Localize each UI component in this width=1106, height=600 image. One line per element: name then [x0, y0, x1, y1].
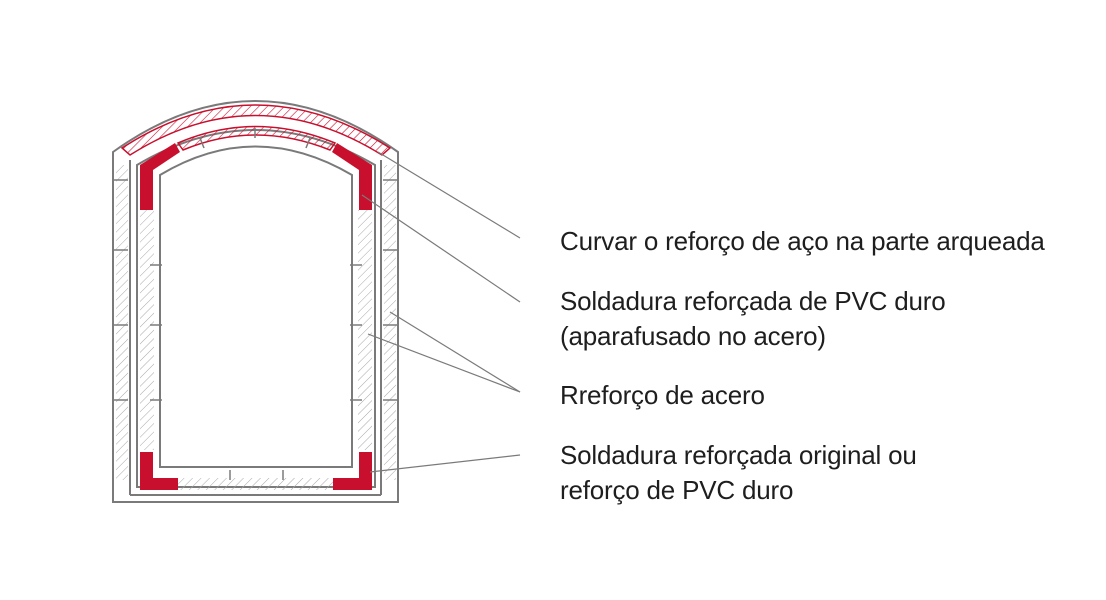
right-jamb-hatch: [384, 165, 396, 480]
outer-arch-band: [120, 104, 392, 156]
leader-original-weld: [369, 454, 521, 473]
weld-bottom-right: [333, 452, 372, 490]
left-jamb-hatch: [116, 165, 128, 480]
sash-outline: [136, 129, 376, 488]
leader-pvc-weld: [361, 194, 521, 303]
label-pvc-weld: Soldadura reforçada de PVC duro (aparafu…: [560, 286, 946, 351]
outer-frame-outline: [112, 100, 399, 503]
corner-welds: [140, 143, 372, 490]
weld-bottom-left: [140, 452, 178, 490]
weld-top-left: [140, 143, 180, 210]
left-sash-hatch: [140, 210, 154, 450]
label-original-weld: Soldadura reforçada original ou reforço …: [560, 440, 917, 505]
inner-arch-band: [176, 125, 337, 151]
label-curved-steel: Curvar o reforço de aço na parte arquead…: [560, 226, 1045, 256]
leader-steel-b: [367, 333, 521, 393]
weld-top-right: [332, 143, 372, 210]
label-steel: Rreforço de acero: [560, 380, 765, 410]
arched-steel-reinforcement: [120, 104, 392, 156]
glass-opening: [159, 145, 353, 468]
bottom-sash-hatch: [178, 478, 333, 490]
leader-steel-a: [389, 311, 521, 393]
screw-ticks: [113, 128, 398, 480]
right-sash-hatch: [358, 210, 372, 450]
leader-curved-steel: [377, 151, 521, 239]
frame-hatching: [116, 165, 396, 490]
inner-frame-outline: [129, 160, 382, 496]
leader-lines: [361, 151, 521, 473]
